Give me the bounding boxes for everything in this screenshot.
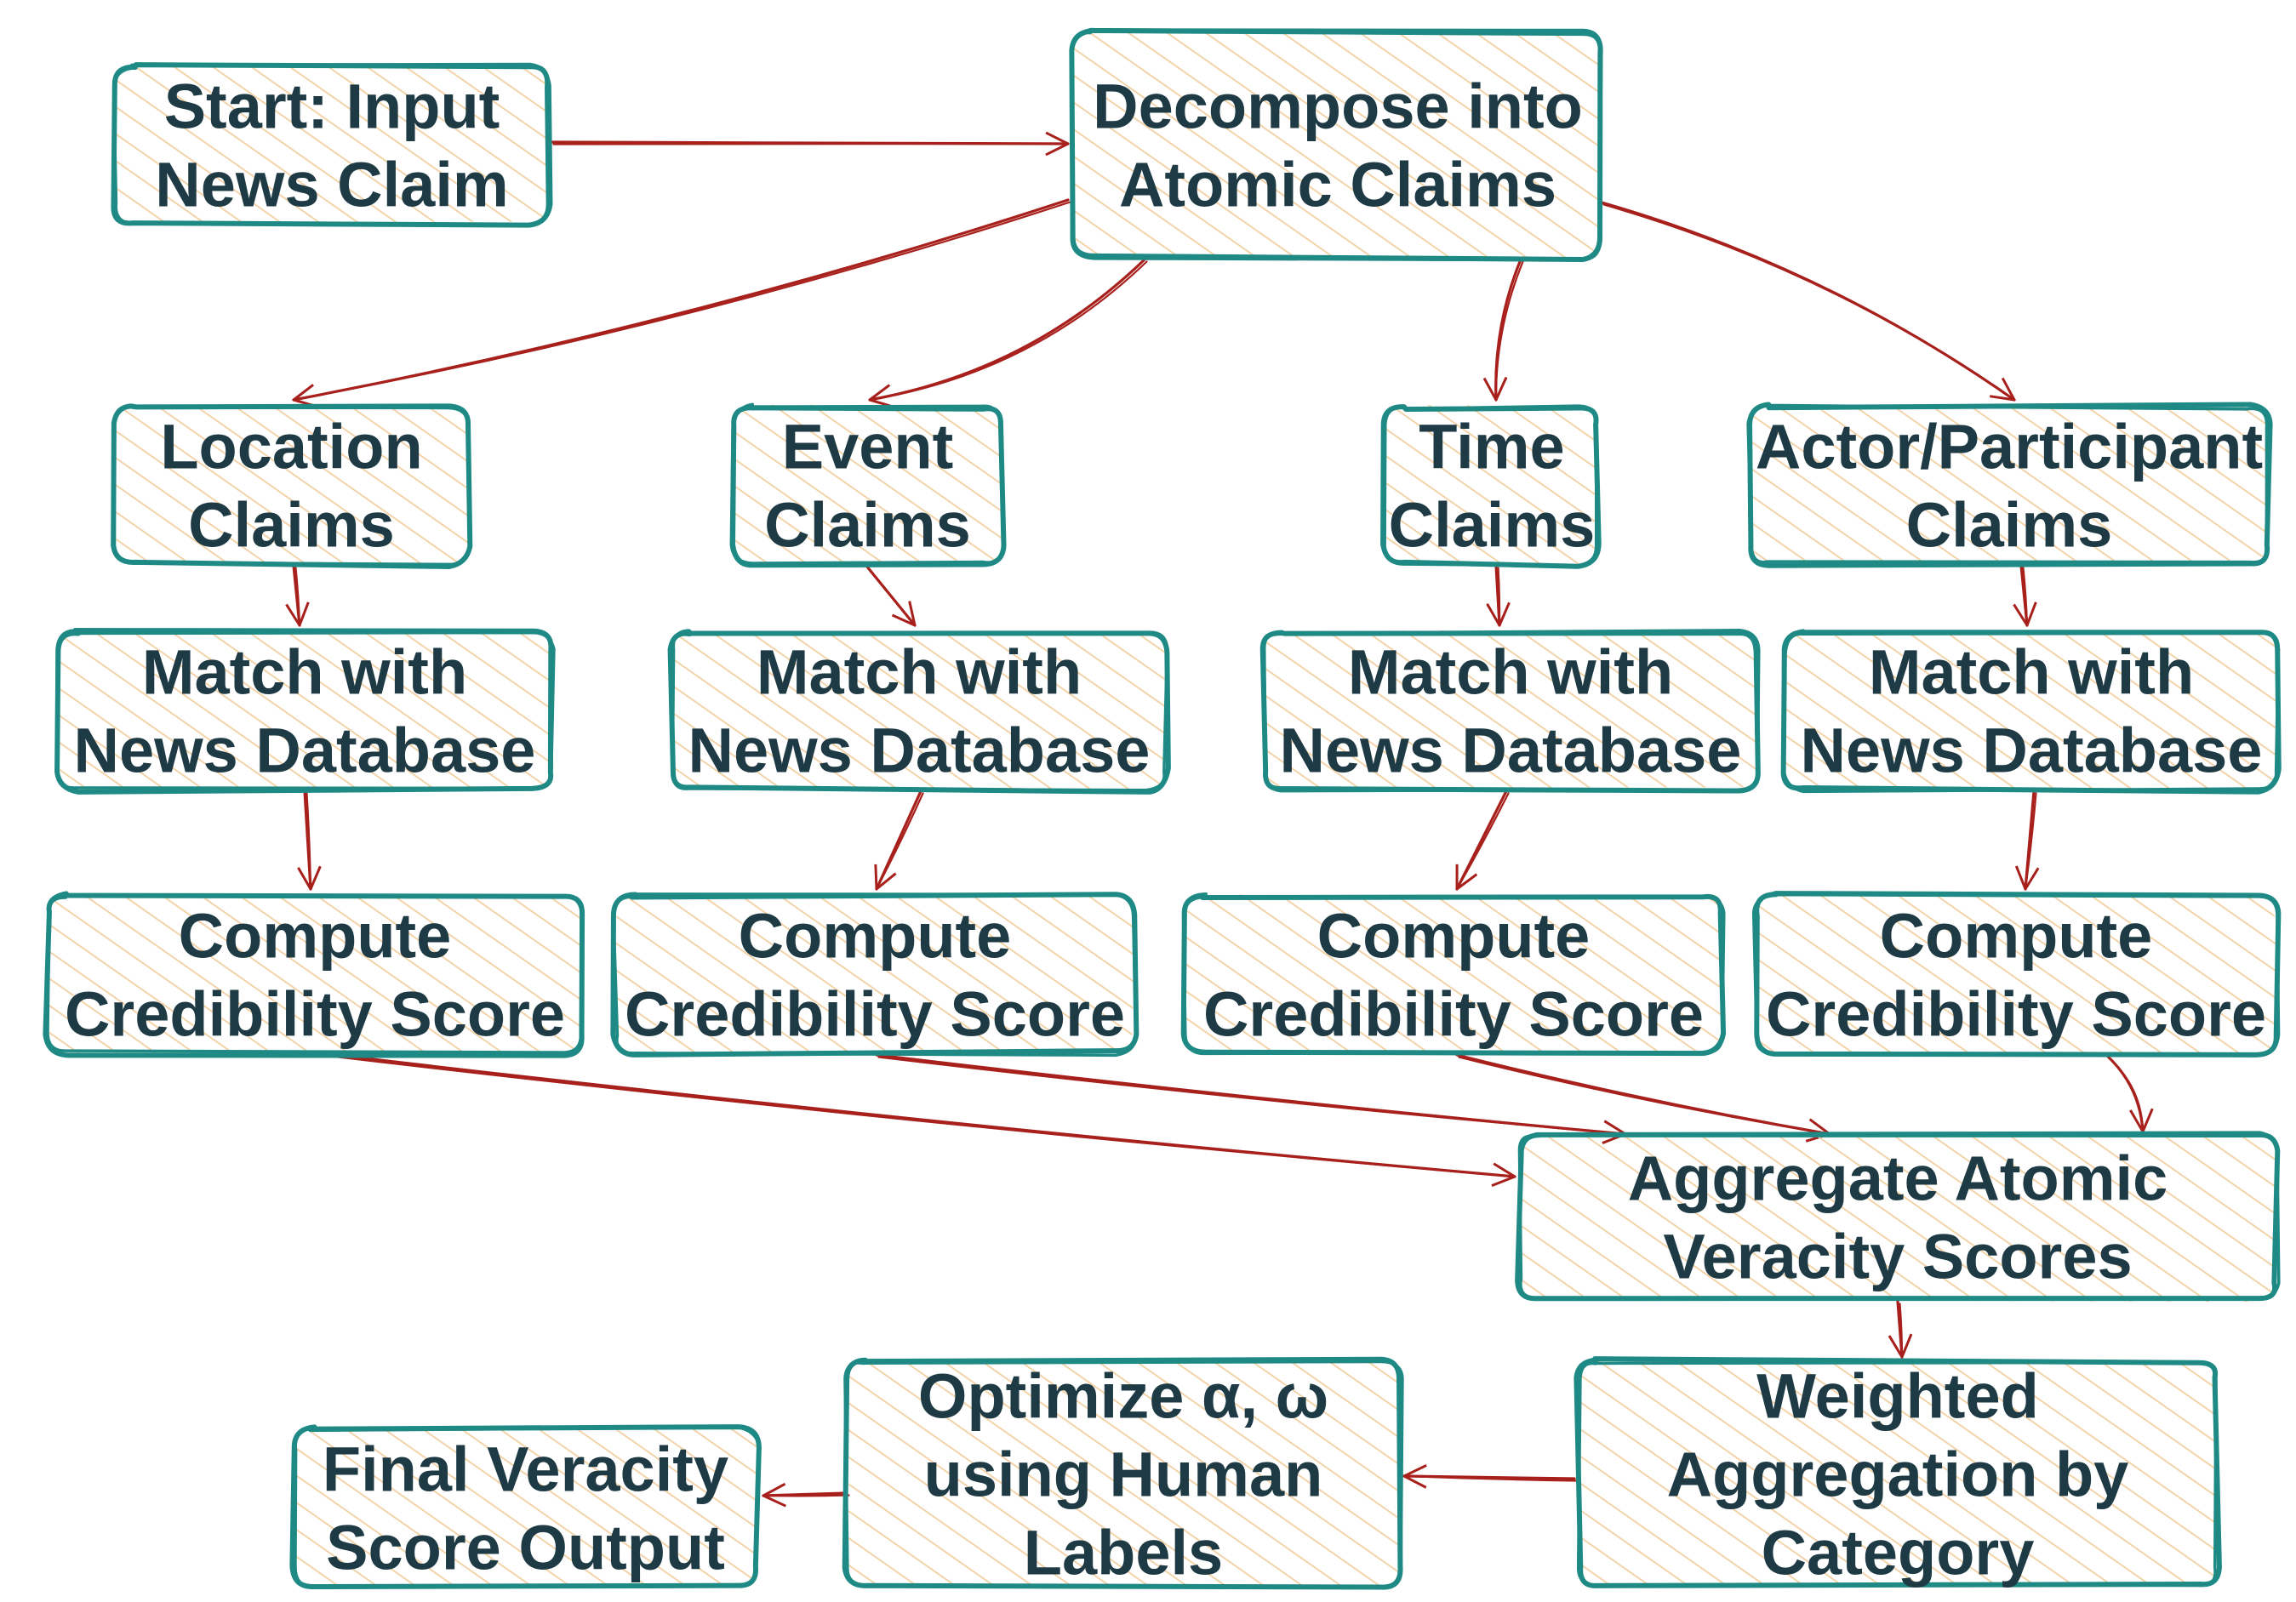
edge-decompose-to-actor (1600, 201, 2016, 402)
node-match-time-label-line-1: Match with (1348, 637, 1673, 708)
node-score-event-label-line-2: Credibility Score (625, 979, 1125, 1050)
node-weighted-label-line-1: Weighted (1756, 1361, 2039, 1432)
edge-decompose-to-location (292, 198, 1071, 408)
node-decompose-label-line-1: Decompose into (1093, 71, 1583, 142)
node-match-time-label-line-2: News Database (1280, 715, 1742, 786)
edge-match_time-to-score_time (1455, 790, 1510, 891)
node-optimize-label-line-2: using Human (924, 1440, 1323, 1510)
node-aggregate-label-line-2: Veracity Scores (1663, 1222, 2132, 1292)
edge-event-to-match_event (865, 564, 917, 627)
node-decompose-label-line-2: Atomic Claims (1119, 150, 1556, 220)
edge-aggregate-to-weighted (1888, 1300, 1913, 1359)
node-time-label-line-2: Claims (1389, 490, 1596, 561)
edge-decompose-to-event (868, 258, 1148, 408)
node-actor-label-line-2: Claims (1906, 490, 2113, 561)
edge-score_location-to-aggregate (334, 1053, 1516, 1188)
node-score-time-label-line-2: Credibility Score (1203, 979, 1704, 1050)
node-event-label-line-1: Event (782, 412, 954, 482)
node-match-event-label-line-1: Match with (757, 637, 1082, 708)
node-score-time-label-line-1: Compute (1317, 901, 1591, 972)
node-score-actor-label-line-1: Compute (1880, 901, 2153, 972)
edge-match_location-to-score_location (297, 790, 322, 891)
node-optimize-label-line-3: Labels (1024, 1518, 1223, 1588)
node-score-location-label-line-2: Credibility Score (65, 979, 565, 1050)
edge-time-to-match_time (1486, 564, 1511, 627)
node-location-label-line-1: Location (160, 412, 422, 482)
edge-match_actor-to-score_actor (2014, 790, 2040, 891)
edge-match_event-to-score_event (874, 790, 924, 891)
node-match-actor-label-line-2: News Database (1801, 715, 2263, 786)
node-aggregate-label-line-1: Aggregate Atomic (1628, 1143, 2168, 1214)
node-location-label-line-2: Claims (188, 490, 395, 561)
edge-weighted-to-optimize (1402, 1464, 1578, 1489)
edge-decompose-to-time (1482, 258, 1524, 402)
node-score-location-label-line-1: Compute (179, 901, 452, 972)
node-score-event-label-line-1: Compute (739, 901, 1012, 972)
node-time-label-line-1: Time (1419, 412, 1564, 482)
edge-actor-to-match_actor (2013, 564, 2037, 627)
edge-location-to-match_location (285, 564, 310, 627)
edge-optimize-to-final (762, 1482, 850, 1508)
node-final-label-line-2: Score Output (326, 1513, 725, 1583)
node-final-label-line-1: Final Veracity (323, 1434, 728, 1505)
edge-score_time-to-aggregate (1455, 1053, 1831, 1143)
node-match-location-label-line-1: Match with (142, 637, 467, 708)
node-weighted-label-line-3: Category (1762, 1518, 2035, 1588)
node-optimize-label-line-1: Optimize α, ω (918, 1361, 1328, 1432)
node-weighted-label-line-2: Aggregation by (1667, 1440, 2129, 1510)
node-event-label-line-2: Claims (764, 490, 971, 561)
node-actor-label-line-1: Actor/Participant (1756, 412, 2263, 482)
node-start-label-line-2: News Claim (155, 150, 508, 220)
node-score-actor-label-line-2: Credibility Score (1766, 979, 2266, 1050)
edges-layer (285, 131, 2154, 1508)
node-match-actor-label-line-1: Match with (1869, 637, 2194, 708)
node-match-location-label-line-2: News Database (74, 715, 536, 786)
edge-start-to-decompose (550, 131, 1070, 157)
edge-score_actor-to-aggregate (2105, 1053, 2154, 1133)
node-match-event-label-line-2: News Database (688, 715, 1151, 786)
node-start-label-line-1: Start: Input (164, 71, 500, 142)
